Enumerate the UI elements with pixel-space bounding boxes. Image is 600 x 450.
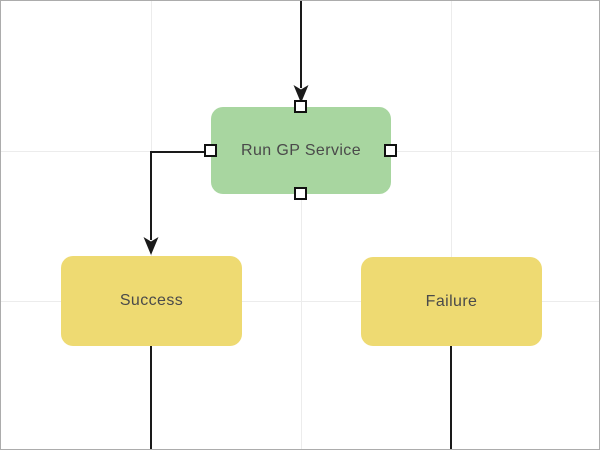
node-failure-label: Failure <box>425 292 478 310</box>
edge-run-gp-service-to-success[interactable] <box>150 151 205 240</box>
node-run-gp-service-label: Run GP Service <box>240 141 362 159</box>
node-success-label: Success <box>119 292 184 309</box>
connection-handle-left[interactable] <box>204 144 217 157</box>
connection-handle-top[interactable] <box>294 100 307 113</box>
connection-handle-right[interactable] <box>384 144 397 157</box>
arrowhead-into-success <box>143 237 159 255</box>
node-success[interactable]: Success <box>61 256 242 346</box>
arrowhead-into-run-gp-service <box>293 85 309 103</box>
node-failure[interactable]: Failure <box>361 257 542 346</box>
node-run-gp-service[interactable]: Run GP Service <box>211 107 391 194</box>
connection-handle-bottom[interactable] <box>294 187 307 200</box>
